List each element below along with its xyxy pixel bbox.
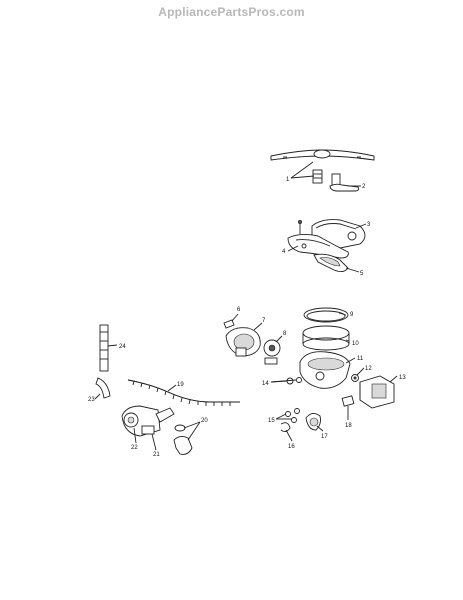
callout-labels: 1 2 3 4 5 6 7 8 9 10 11 12 13 14 15 16 1… — [88, 177, 406, 458]
water-valve — [121, 405, 161, 437]
o-rings — [285, 408, 300, 423]
callout-1: 1 — [286, 177, 290, 183]
callout-20: 20 — [201, 418, 208, 424]
callout-4: 4 — [282, 249, 286, 255]
tube-elbow — [95, 377, 111, 399]
callout-16: 16 — [288, 444, 295, 450]
callout-12: 12 — [365, 366, 372, 372]
screw — [297, 219, 303, 234]
callout-14: 14 — [262, 381, 269, 387]
callout-11: 11 — [357, 356, 364, 362]
elbow-fitting — [173, 424, 193, 455]
callout-6: 6 — [237, 307, 241, 313]
corrugated-hose — [127, 379, 240, 406]
vent-tube — [99, 324, 109, 372]
site-watermark: AppliancePartsPros.com — [158, 5, 305, 19]
clip — [223, 319, 235, 329]
hose-connector — [155, 407, 175, 423]
pump-guard — [303, 307, 349, 323]
filter-screen — [287, 233, 349, 259]
sump-assembly — [299, 351, 351, 389]
grommet — [351, 374, 359, 382]
gasket — [341, 395, 355, 407]
filter-base — [313, 253, 349, 273]
hose-clamp — [280, 422, 291, 433]
impeller — [263, 339, 281, 365]
spray-arm — [270, 149, 375, 161]
callout-19: 19 — [177, 382, 184, 388]
pump-ring — [302, 325, 350, 351]
callout-3: 3 — [367, 222, 371, 228]
drain-motor — [359, 375, 395, 409]
spray-arm-hub — [312, 169, 323, 184]
callout-21: 21 — [153, 452, 160, 458]
callout-18: 18 — [345, 423, 352, 429]
spray-arm-nut — [329, 173, 360, 192]
callout-23: 23 — [88, 397, 95, 403]
pump-housing — [225, 327, 261, 357]
callout-22: 22 — [131, 445, 138, 451]
callout-10: 10 — [352, 341, 359, 347]
callout-9: 9 — [350, 312, 354, 318]
callout-8: 8 — [283, 331, 287, 337]
callout-13: 13 — [399, 375, 406, 381]
leader-lines — [94, 161, 398, 451]
callout-15: 15 — [268, 418, 275, 424]
callout-24: 24 — [119, 344, 126, 350]
callout-17: 17 — [321, 434, 328, 440]
callout-5: 5 — [360, 271, 364, 277]
callout-2: 2 — [362, 184, 366, 190]
callout-7: 7 — [262, 318, 266, 324]
drain-fitting — [305, 413, 321, 431]
